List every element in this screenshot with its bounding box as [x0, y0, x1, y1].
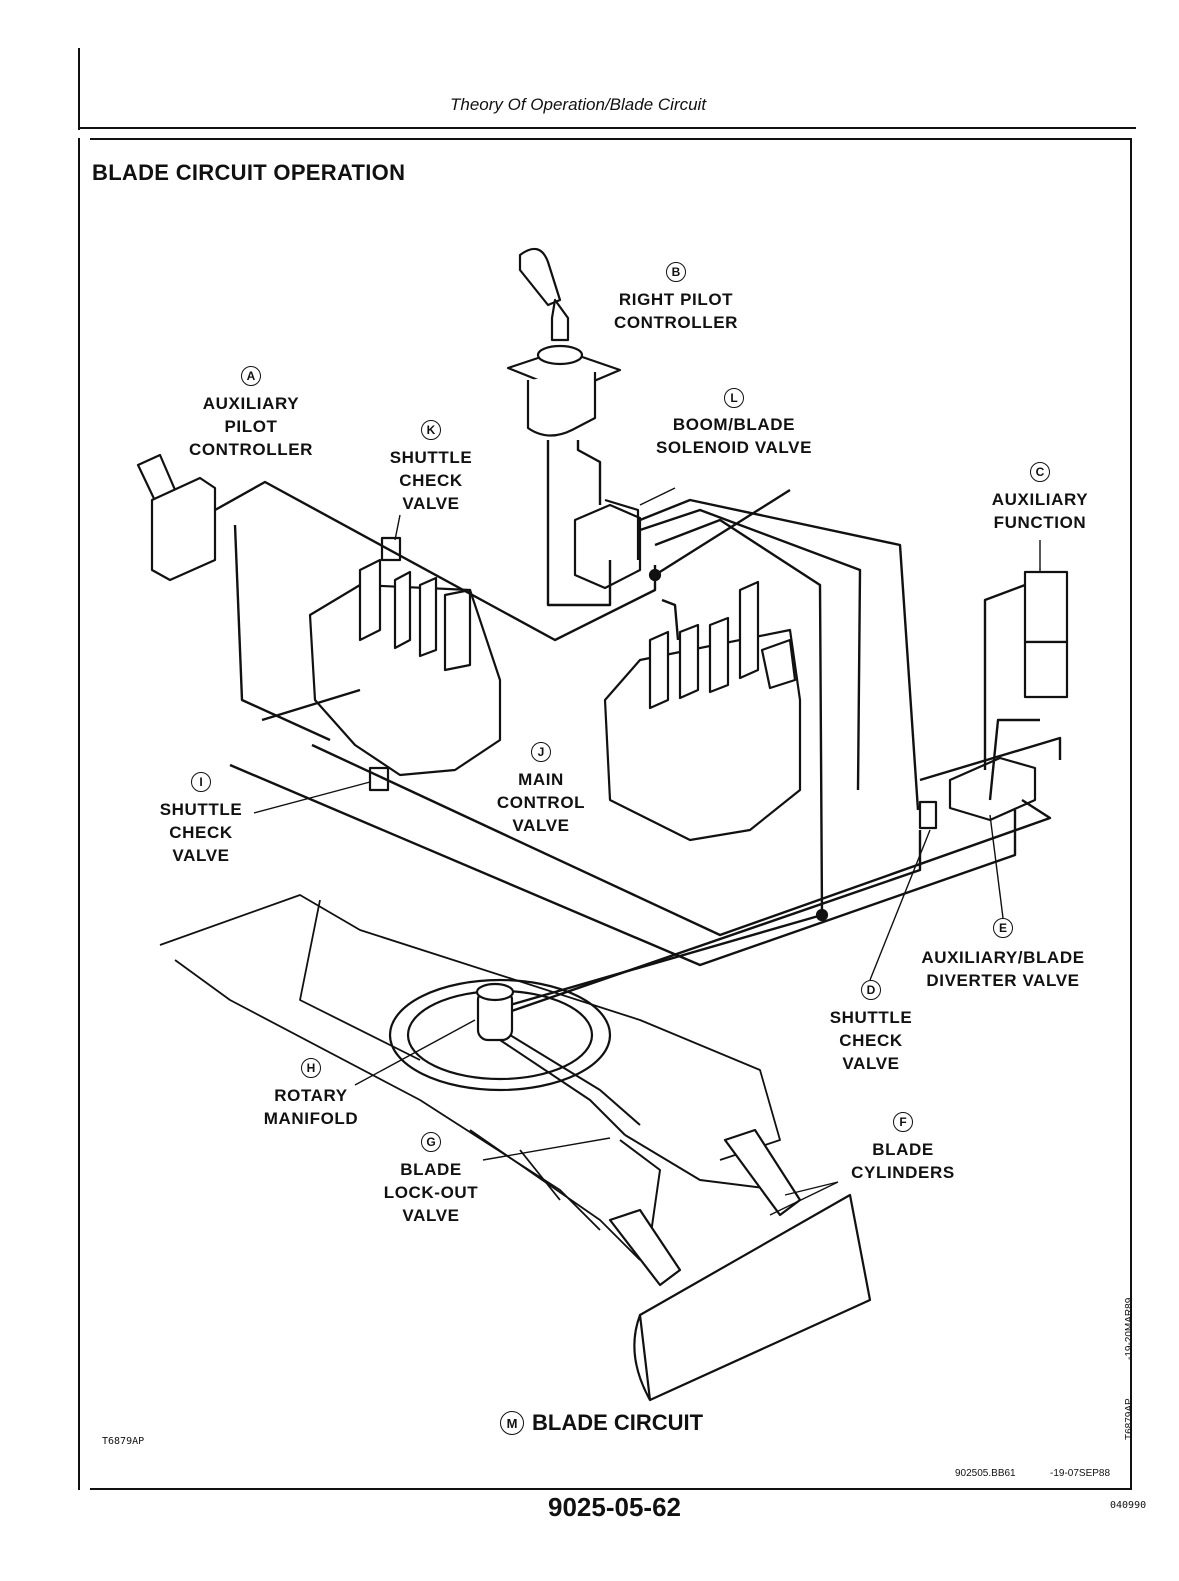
label-shuttle-check-valve-d: SHUTTLE CHECK VALVE — [829, 1008, 913, 1073]
footer-doc-code: 902505.BB61 — [955, 1468, 1016, 1479]
letter-g: G — [421, 1132, 441, 1152]
label-auxiliary-pilot-controller: AUXILIARY PILOT CONTROLLER — [188, 394, 314, 459]
undercarriage-frame-shape — [159, 894, 781, 1261]
line-junction-upper — [648, 568, 662, 582]
figure-code: T6879AP — [102, 1436, 145, 1447]
auxiliary-function-shape — [1023, 570, 1069, 699]
side-date-code: -19-20MAR89 — [1124, 1297, 1135, 1360]
letter-l: L — [724, 388, 744, 408]
main-control-valve-right-shape — [603, 580, 802, 842]
blade-lines — [499, 1034, 781, 1241]
label-blade-cylinders: BLADE CYLINDERS — [851, 1140, 955, 1182]
figure-frame — [90, 138, 1132, 1490]
label-blade-lock-out-valve: BLADE LOCK-OUT VALVE — [383, 1160, 479, 1225]
figure-caption: M BLADE CIRCUIT — [500, 1410, 703, 1436]
auxiliary-pilot-controller-shape — [136, 453, 217, 582]
label-shuttle-check-valve-k: SHUTTLE CHECK VALVE — [389, 448, 473, 513]
label-auxiliary-blade-diverter-valve: AUXILIARY/BLADE DIVERTER VALVE — [921, 948, 1085, 990]
section-title: BLADE CIRCUIT OPERATION — [92, 160, 406, 185]
label-shuttle-check-valve-i: SHUTTLE CHECK VALVE — [159, 800, 243, 865]
dozer-blade-shape — [633, 1193, 872, 1402]
header-title: Theory Of Operation/Blade Circuit — [450, 95, 707, 114]
header-rule-vertical — [78, 48, 80, 130]
solenoid-valve-shape — [573, 498, 642, 590]
letter-k: K — [421, 420, 441, 440]
frame-left-rule — [78, 138, 80, 1490]
diverter-valve-shape — [918, 756, 1037, 830]
line-junction-lower — [815, 908, 829, 922]
letter-j: J — [531, 742, 551, 762]
right-pilot-controller-shape — [506, 247, 622, 437]
letter-f: F — [893, 1112, 913, 1132]
caption-text: BLADE CIRCUIT — [532, 1410, 704, 1435]
letter-e: E — [993, 918, 1013, 938]
letter-m: M — [500, 1411, 524, 1435]
page-number: 9025-05-62 — [548, 1492, 681, 1522]
footer-date: -19-07SEP88 — [1050, 1468, 1111, 1479]
rotary-manifold-shape — [388, 978, 612, 1092]
letter-a: A — [241, 366, 261, 386]
letter-i: I — [191, 772, 211, 792]
letter-d: D — [861, 980, 881, 1000]
letter-b: B — [666, 262, 686, 282]
label-main-control-valve: MAIN CONTROL VALVE — [496, 770, 586, 835]
label-boom-blade-solenoid-valve: BOOM/BLADE SOLENOID VALVE — [655, 415, 813, 457]
letter-h: H — [301, 1058, 321, 1078]
label-auxiliary-function: AUXILIARY FUNCTION — [991, 490, 1089, 532]
corner-code: 040990 — [1110, 1500, 1147, 1511]
main-control-valve-left-shape — [308, 536, 502, 792]
letter-c: C — [1030, 462, 1050, 482]
side-figure-code: T6879AP — [1124, 1398, 1135, 1440]
label-rotary-manifold: ROTARY MANIFOLD — [263, 1086, 359, 1128]
header-rule-horizontal — [78, 127, 1136, 129]
label-right-pilot-controller: RIGHT PILOT CONTROLLER — [613, 290, 739, 332]
